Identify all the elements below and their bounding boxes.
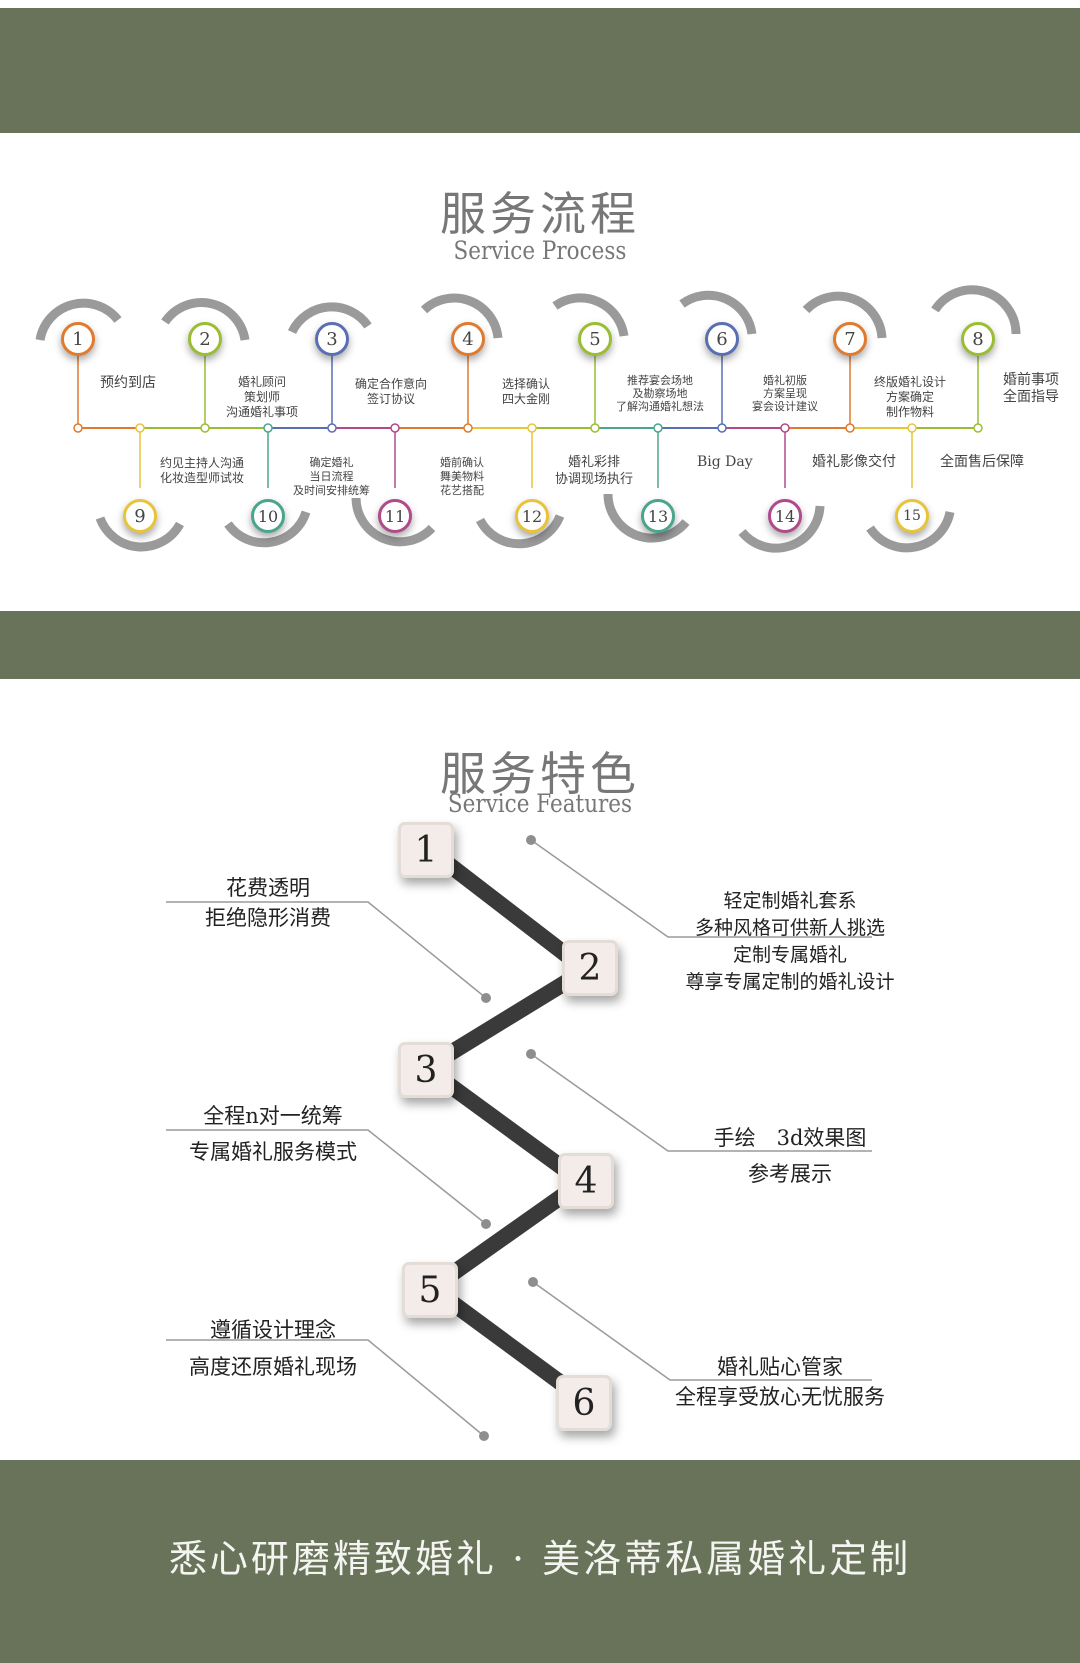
leader-5 [166,1339,485,1437]
step-node-1: 1 [61,322,95,356]
step-label-13: Big Day [697,454,753,470]
step-label-9: 约见主持人沟通 化妆造型师试妆 [160,456,245,485]
leader-2 [530,839,872,938]
divider-banner [0,611,1080,679]
arc-8 [931,285,1021,335]
arc-10 [224,510,311,548]
arc-7 [802,291,887,339]
feature-2-line1: 轻定制婚礼套系 [723,890,857,912]
step-node-3: 3 [315,322,349,356]
leader-6 [532,1281,872,1381]
step-node-2: 2 [188,322,222,356]
arc-5 [552,293,629,337]
process-title: 服务流程 [440,187,640,241]
step-label-10: 确定婚礼 当日流程 及时间安排统筹 [293,456,370,497]
arc-11 [351,497,436,547]
step-node-14: 14 [768,499,802,533]
step-node-15: 15 [895,499,929,533]
features-subtitle: Service Features [447,789,633,818]
step-label-6: 婚礼初版 方案呈现 宴会设计建议 [752,374,818,413]
step-node-6: 6 [705,322,739,356]
step-label-4: 选择确认 四大金刚 [502,377,551,406]
arc-4 [420,293,503,339]
feature-box-3: 3 [398,1042,454,1098]
step-label-1: 预约到店 [100,375,156,391]
feature-4-line1: 手绘 3d效果图 [713,1126,867,1150]
feature-5-line1: 遵循设计理念 [210,1318,336,1342]
process-subtitle: Service Process [453,236,627,265]
feature-6-line1: 婚礼贴心管家 [717,1355,843,1379]
feature-box-2: 2 [562,940,618,996]
feature-1-line1: 花费透明 [226,876,310,900]
feature-box-5: 5 [402,1262,458,1318]
features-zigzag [166,835,872,1441]
step-label-7: 终版婚礼设计 方案确定 制作物料 [874,375,947,419]
step-node-9: 9 [123,499,157,533]
feature-3-line2: 专属婚礼服务模式 [189,1140,357,1164]
process-timeline [35,285,1021,553]
feature-1-line2: 拒绝隐形消费 [205,906,331,930]
footer-slogan: 悉心研磨精致婚礼 · 美洛蒂私属婚礼定制 [168,1537,912,1581]
leader-1 [166,901,487,999]
arc-13 [603,493,690,543]
step-node-5: 5 [578,322,612,356]
arc-12 [476,514,565,549]
feature-2-line4: 尊享专属定制的婚礼设计 [685,971,895,993]
arc-14 [738,505,825,553]
step-node-8: 8 [961,322,995,356]
feature-2-line2: 多种风格可供新人挑选 [694,917,885,939]
feature-box-4: 4 [558,1153,614,1209]
arc-6 [679,290,757,335]
step-label-8: 婚前事项 全面指导 [1003,372,1059,405]
footer-banner [0,1460,1080,1663]
top-strip [0,0,1080,8]
step-node-12: 12 [515,499,549,533]
step-label-5: 推荐宴会场地 及勘察场地 了解沟通婚礼想法 [616,374,704,413]
arc-1 [35,298,122,341]
feature-3-line1: 全程n对一统筹 [203,1104,343,1128]
step-node-4: 4 [451,322,485,356]
feature-5-line2: 高度还原婚礼现场 [189,1355,357,1379]
header-banner [0,8,1080,133]
feature-2-line3: 定制专属婚礼 [732,944,847,966]
arc-2 [161,298,250,341]
step-label-3: 确定合作意向 签订协议 [355,377,428,406]
features-title: 服务特色 [440,747,640,801]
step-node-13: 13 [641,499,675,533]
arc-9 [95,516,184,552]
arc-3 [287,302,372,335]
step-label-12: 婚礼彩排 协调现场执行 [555,455,634,487]
step-label-11: 婚前确认 舞美物料 花艺搭配 [440,456,484,497]
step-node-7: 7 [833,322,867,356]
step-label-2: 婚礼顾问 策划师 沟通婚礼事项 [226,375,299,419]
arc-15 [866,510,955,553]
step-label-15: 全面售后保障 [940,454,1024,470]
step-node-10: 10 [251,499,285,533]
step-node-11: 11 [378,499,412,533]
leader-4 [530,1053,872,1152]
step-label-14: 婚礼影像交付 [812,454,896,470]
feature-box-6: 6 [556,1375,612,1431]
leader-3 [166,1129,487,1225]
feature-box-1: 1 [398,822,454,878]
feature-4-line2: 参考展示 [748,1162,832,1186]
feature-6-line2: 全程享受放心无忧服务 [675,1385,885,1409]
